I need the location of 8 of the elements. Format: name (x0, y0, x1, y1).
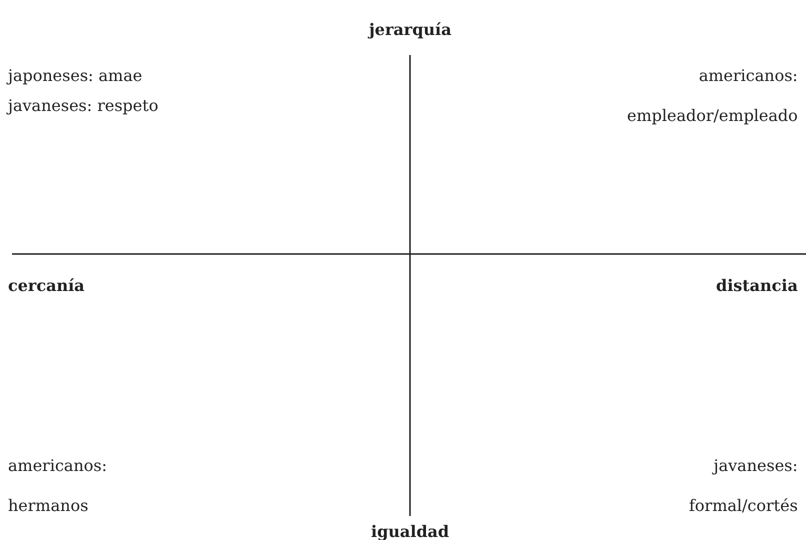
quadrant-text: javaneses: formal/cortés (689, 455, 798, 517)
quadrant-text: japoneses: amae (8, 65, 142, 87)
axis-label: jerarquía (369, 19, 452, 41)
axis-label: cercanía (8, 275, 85, 297)
quadrant-text: javaneses: respeto (8, 95, 158, 117)
quadrant-text: americanos: hermanos (8, 455, 107, 517)
axis-label: distancia (716, 275, 798, 297)
quadrant-text: americanos: empleador/empleado (627, 65, 798, 127)
